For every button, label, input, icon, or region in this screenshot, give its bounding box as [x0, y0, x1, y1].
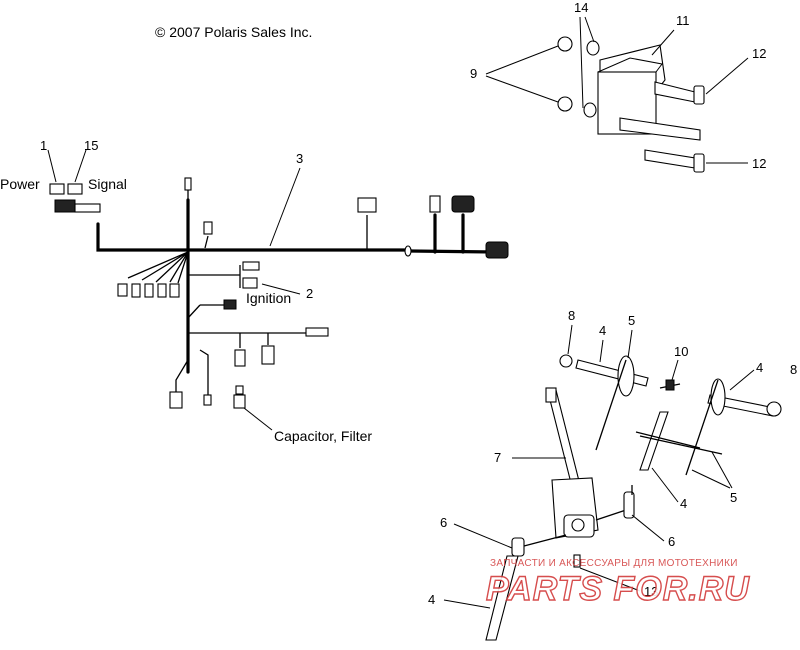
signal-label: Signal [88, 176, 127, 192]
leader-capacitor [243, 407, 273, 431]
callout-11: 11 [676, 13, 690, 28]
leader-2 [261, 283, 301, 295]
leader-4-upper [599, 339, 604, 363]
callout-14: 14 [574, 0, 588, 15]
leader-4-center [651, 467, 679, 503]
copyright-text: © 2007 Polaris Sales Inc. [155, 24, 312, 40]
harness-plug [203, 221, 213, 235]
watermark-tagline: ЗАПЧАСТИ И АКСЕССУАРЫ ДЛЯ МОТОТЕХНИКИ [490, 558, 738, 569]
callout-5-lower: 5 [730, 490, 737, 505]
callout-5-upper: 5 [628, 313, 635, 328]
callout-7: 7 [494, 450, 501, 465]
callout-1: 1 [40, 138, 47, 153]
leader-12-top [705, 57, 749, 95]
leader-5-lower [691, 451, 733, 489]
leader-4-bottom [443, 599, 491, 609]
leader-3 [269, 167, 301, 247]
callout-12-top: 12 [752, 46, 766, 61]
power-signal-connectors [47, 149, 101, 213]
leader-14 [579, 16, 595, 109]
sensor-hose-assembly [485, 354, 782, 641]
harness-connector-right-1 [357, 197, 377, 213]
capacitor-filter-label: Capacitor, Filter [274, 428, 372, 444]
callout-4-center: 4 [680, 496, 687, 511]
callout-2: 2 [306, 286, 313, 301]
callout-13: 13 [644, 584, 658, 599]
power-label: Power [0, 176, 40, 192]
leader-8-left [567, 324, 573, 355]
harness-connector-right-3 [451, 195, 475, 213]
leader-11 [651, 29, 675, 56]
callout-9: 9 [470, 66, 477, 81]
callout-3: 3 [296, 151, 303, 166]
callout-4-right: 4 [756, 360, 763, 375]
watermark-brand: PARTS FOR.RU [486, 570, 750, 608]
leader-6-left [453, 523, 513, 549]
ignition-label: Ignition [246, 290, 291, 306]
leader-10 [671, 359, 679, 381]
callout-4-upper: 4 [599, 323, 606, 338]
leader-9 [485, 45, 559, 103]
callout-6-right: 6 [668, 534, 675, 549]
leader-13 [579, 567, 641, 592]
harness-end-connector [485, 241, 509, 259]
wiring-harness [96, 177, 509, 409]
harness-connector-right-2 [429, 195, 441, 213]
leader-6-right [631, 514, 665, 542]
callout-4-bottom: 4 [428, 592, 435, 607]
module-assembly [557, 36, 705, 173]
leader-5-upper [627, 329, 633, 359]
callout-8-left: 8 [568, 308, 575, 323]
callout-6-left: 6 [440, 515, 447, 530]
leader-4-right [729, 369, 755, 391]
harness-top-connector [184, 177, 192, 191]
callout-10: 10 [674, 344, 688, 359]
callout-8-right: 8 [790, 362, 797, 377]
callout-15: 15 [84, 138, 98, 153]
callout-12-bottom: 12 [752, 156, 766, 171]
